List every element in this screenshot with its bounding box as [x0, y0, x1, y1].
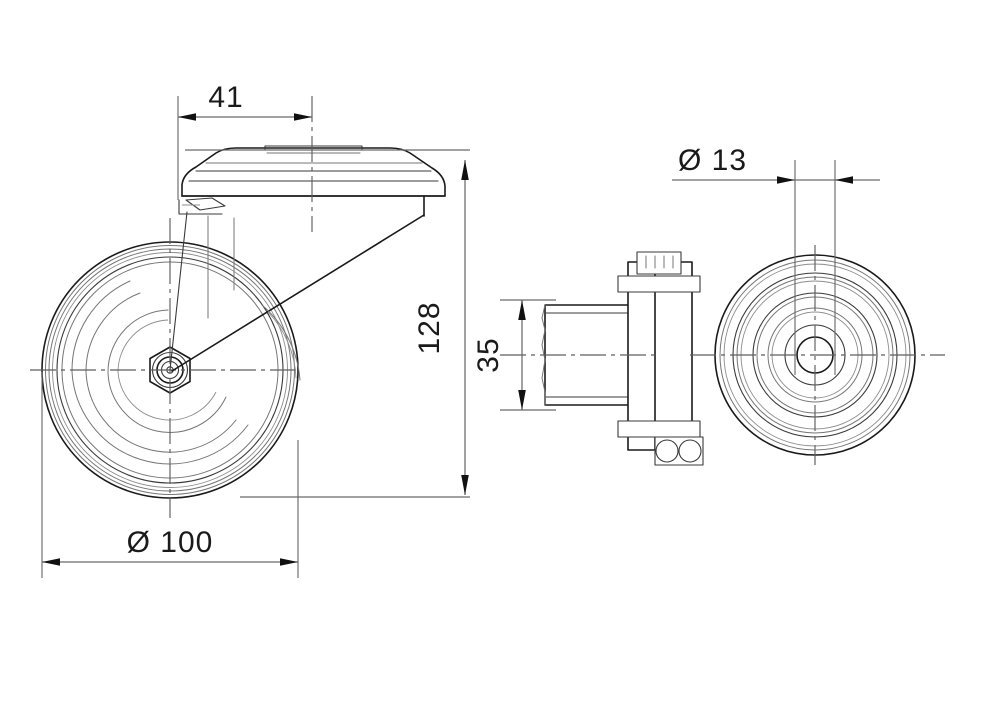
top-plate-crown-detail [264, 145, 363, 151]
top-plate-body [181, 147, 446, 197]
fork-inner-arc-2 [267, 311, 297, 379]
dim35-arrow-top [518, 300, 526, 320]
dim13-arrow-right [835, 176, 853, 184]
thread-block-outline [636, 251, 682, 275]
side-wheel-bearing-arc-upper-2 [117, 319, 169, 373]
dim100-arrow-right [280, 558, 298, 566]
lock-nut-circle-right [678, 439, 702, 463]
side-wheel-bearing-arc-lower [107, 371, 227, 433]
side-swivel-fork [169, 195, 425, 381]
side-wheel-bearing-arc-lower-2 [117, 371, 217, 421]
dim128-arrow-bottom [461, 475, 469, 495]
dim100-label: Ø 100 [127, 526, 214, 559]
dim128-arrow-top [461, 160, 469, 180]
lock-nut-circle-left [655, 439, 679, 463]
fork-lock-tab [185, 197, 226, 211]
front-swivel-bracket [617, 251, 704, 466]
side-top-plate [181, 145, 446, 197]
dim41-arrow-left [178, 113, 196, 121]
dim35-label: 35 [472, 337, 505, 372]
fork-diagonal-edge [171, 214, 425, 372]
bracket-thread-block [636, 251, 682, 275]
bracket-lower-flange [617, 420, 701, 438]
stem-tube-left-break-edge [541, 304, 546, 406]
front-view: Ø 13 35 [472, 144, 945, 466]
side-wheel-bearing-arc-upper [107, 309, 169, 373]
side-view: 41 128 Ø 100 [30, 81, 470, 578]
dimension-stem-diameter: Ø 13 [672, 144, 880, 184]
dim128-label: 128 [413, 301, 446, 354]
dim13-arrow-left [777, 176, 795, 184]
bracket-lock-nut [654, 436, 704, 466]
fork-left-edge [169, 211, 188, 371]
dim13-label: Ø 13 [678, 144, 747, 177]
bracket-upper-flange [617, 275, 701, 293]
dim100-arrow-left [42, 558, 60, 566]
dimension-overall-height: 128 [413, 160, 469, 495]
dimension-wheel-diameter: Ø 100 [41, 372, 299, 578]
dim35-arrow-bottom [518, 390, 526, 410]
fork-shoulder-step [178, 199, 223, 215]
fork-inner-arc [261, 304, 301, 381]
dimension-tread-width: 35 [472, 299, 556, 411]
side-wheel-dish-arc-upper [85, 292, 141, 373]
side-wheel-hub-arc-lower [71, 371, 249, 465]
dim41-arrow-right [294, 113, 312, 121]
dimension-plate-offset: 41 [177, 81, 313, 232]
dim41-label: 41 [208, 81, 243, 114]
side-wheel-dish-arc-lower [85, 371, 237, 453]
side-wheel-hub-arc-upper [71, 280, 131, 373]
